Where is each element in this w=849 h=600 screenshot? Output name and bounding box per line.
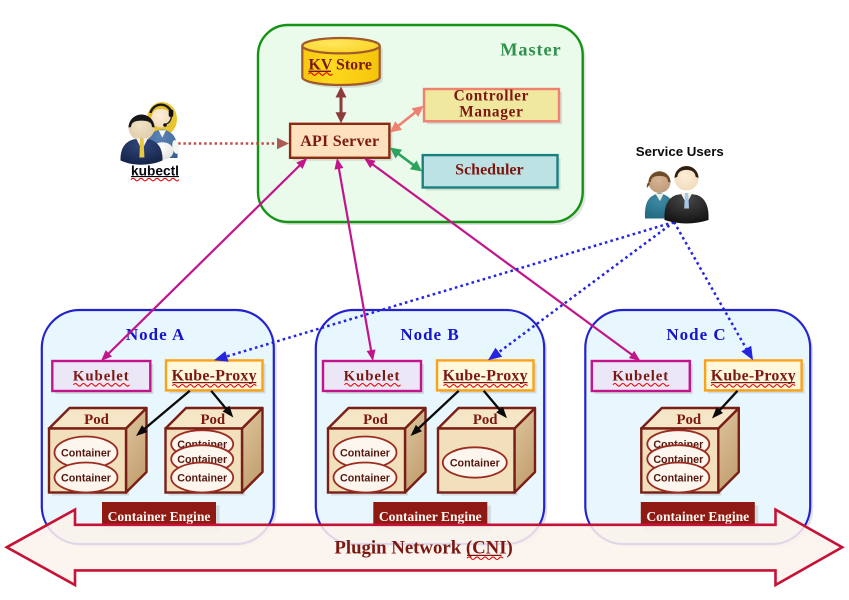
svg-text:Container Engine: Container Engine [379,509,482,524]
svg-text:Container: Container [340,472,390,484]
svg-text:Container: Container [653,472,703,484]
svg-text:Kube-Proxy: Kube-Proxy [443,367,528,384]
svg-text:Master: Master [500,39,561,59]
svg-text:Container: Container [177,472,227,484]
svg-text:Node B: Node B [400,325,459,344]
svg-text:Container: Container [450,457,500,469]
svg-text:KV Store: KV Store [308,57,371,74]
svg-text:Kube-Proxy: Kube-Proxy [711,367,796,384]
svg-text:Container: Container [61,472,111,484]
svg-text:Pod: Pod [473,412,498,428]
svg-text:Pod: Pod [200,412,225,428]
svg-text:Service Users: Service Users [636,144,724,159]
svg-text:Container Engine: Container Engine [646,509,749,524]
svg-text:Node A: Node A [126,325,185,344]
svg-text:Container Engine: Container Engine [108,509,211,524]
svg-text:Scheduler: Scheduler [455,162,523,179]
svg-text:Container: Container [61,447,111,459]
svg-text:Pod: Pod [84,412,109,428]
svg-text:kubectl: kubectl [131,164,179,179]
svg-text:Kubelet: Kubelet [73,369,130,385]
svg-text:Node C: Node C [666,325,726,344]
svg-text:Container: Container [340,447,390,459]
svg-text:Pod: Pod [363,412,388,428]
svg-text:Kubelet: Kubelet [612,369,669,385]
svg-text:Kubelet: Kubelet [344,369,401,385]
svg-text:Plugin Network (CNI): Plugin Network (CNI) [334,537,512,558]
svg-text:Controller: Controller [454,88,530,105]
svg-text:Pod: Pod [676,412,701,428]
svg-text:Kube-Proxy: Kube-Proxy [172,367,257,384]
svg-text:Manager: Manager [459,103,523,120]
svg-text:API Server: API Server [300,133,379,150]
